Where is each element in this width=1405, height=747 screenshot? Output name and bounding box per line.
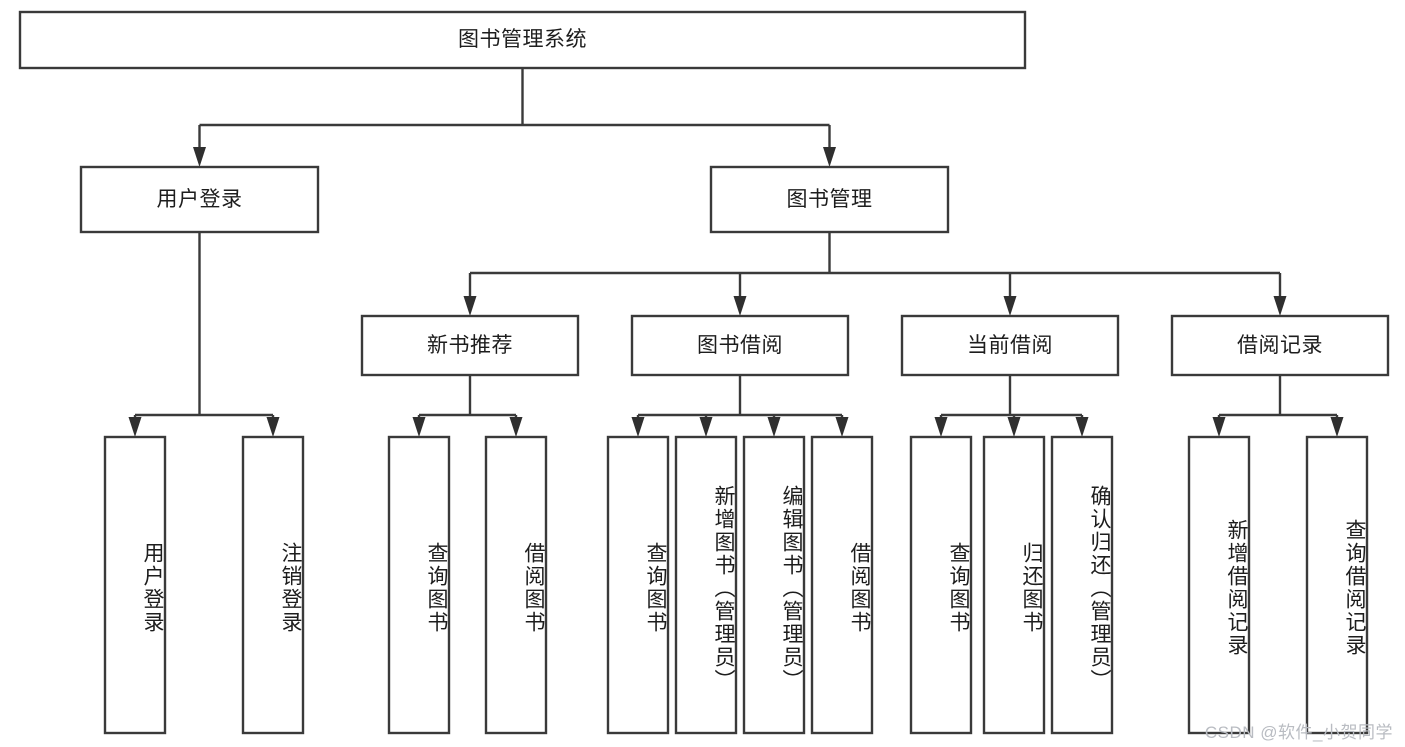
arrow-head-leaf_6 [767, 417, 781, 437]
node-box-leaf_12[interactable] [1305, 435, 1369, 735]
arrow-head-leaf_8 [934, 417, 948, 437]
arrow-head-leaf_5 [699, 417, 713, 437]
node-box-leaf_8[interactable] [909, 435, 973, 735]
node-box-leaf_7[interactable] [810, 435, 874, 735]
arrow-head-l2_3 [1273, 296, 1287, 316]
node-box-l2_2[interactable] [900, 314, 1120, 377]
node-box-leaf_6[interactable] [742, 435, 806, 735]
arrow-head-leaf_0 [128, 417, 142, 437]
arrow-head-leaf_11 [1212, 417, 1226, 437]
arrow-head-leaf_1 [266, 417, 280, 437]
arrow-head-leaf_2 [412, 417, 426, 437]
arrow-head-leaf_12 [1330, 417, 1344, 437]
node-box-leaf_9[interactable] [982, 435, 1046, 735]
node-box-l1_0[interactable] [79, 165, 320, 234]
node-box-leaf_3[interactable] [484, 435, 548, 735]
node-box-leaf_5[interactable] [674, 435, 738, 735]
arrow-head-leaf_10 [1075, 417, 1089, 437]
node-box-l2_3[interactable] [1170, 314, 1390, 377]
arrow-head-leaf_7 [835, 417, 849, 437]
node-box-leaf_1[interactable] [241, 435, 305, 735]
node-box-root[interactable] [18, 10, 1027, 70]
arrow-head-leaf_4 [631, 417, 645, 437]
node-box-leaf_2[interactable] [387, 435, 451, 735]
arrow-head-leaf_9 [1007, 417, 1021, 437]
node-box-leaf_11[interactable] [1187, 435, 1251, 735]
node-box-leaf_10[interactable] [1050, 435, 1114, 735]
arrow-head-l1_0 [193, 147, 206, 167]
node-box-l1_1[interactable] [709, 165, 950, 234]
node-box-l2_0[interactable] [360, 314, 580, 377]
node-box-leaf_4[interactable] [606, 435, 670, 735]
node-box-leaf_0[interactable] [103, 435, 167, 735]
connector-edges-layer [128, 68, 1344, 437]
node-boxes-layer [18, 10, 1390, 735]
arrow-head-l2_2 [1003, 296, 1017, 316]
arrow-head-leaf_3 [509, 417, 523, 437]
arrow-head-l2_1 [733, 296, 747, 316]
arrow-head-l1_1 [823, 147, 836, 167]
node-box-l2_1[interactable] [630, 314, 850, 377]
arrow-head-l2_0 [463, 296, 477, 316]
